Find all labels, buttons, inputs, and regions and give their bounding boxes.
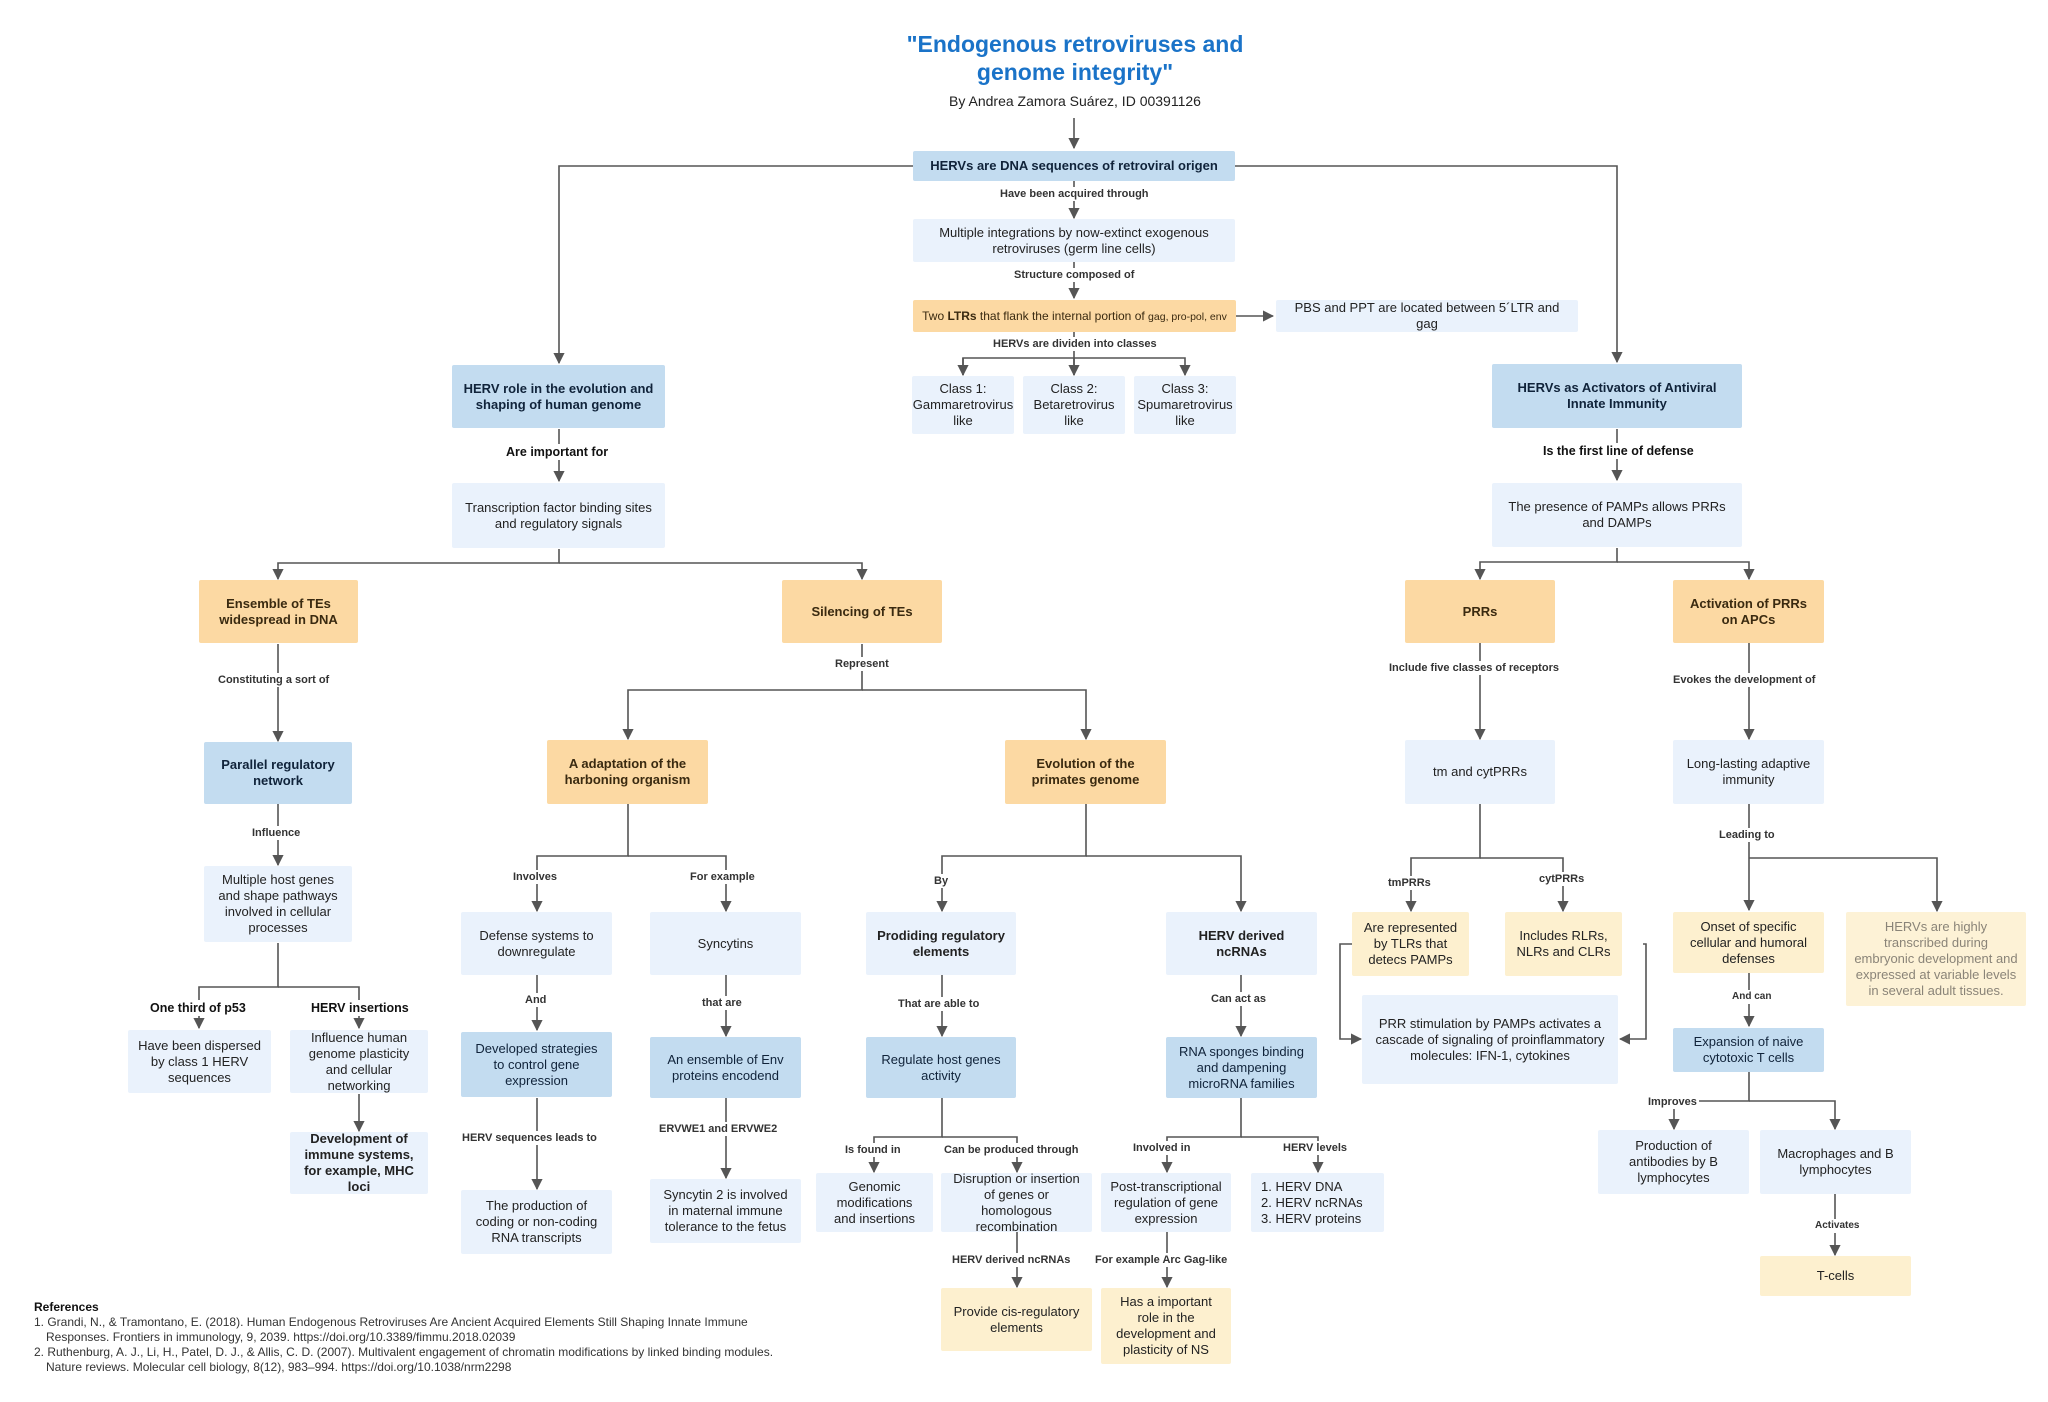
node-class1: Class 1: Gammaretrovirus like <box>912 376 1014 434</box>
author-line: By Andrea Zamora Suárez, ID 00391126 <box>949 93 1201 109</box>
node-class3: Class 3: Spumaretrovirus like <box>1134 376 1236 434</box>
label-first-line: Is the first line of defense <box>1543 443 1694 459</box>
node-dispersed: Have been dispersed by class 1 HERV sequ… <box>128 1030 271 1093</box>
label-that-are: that are <box>700 996 744 1010</box>
ltr-text: Two LTRs that flank the internal portion… <box>922 308 1227 323</box>
herv-level-dna: 1. HERV DNA <box>1261 1178 1343 1194</box>
label-structure: Structure composed of <box>1012 268 1137 282</box>
node-ltrs: Two LTRs that flank the internal portion… <box>913 300 1236 332</box>
node-influence-plasticity: Influence human genome plasticity and ce… <box>290 1030 428 1093</box>
label-tmprrs: tmPRRs <box>1386 876 1433 890</box>
label-able: That are able to <box>896 997 982 1011</box>
node-arc-gag: Has a important role in the development … <box>1101 1288 1231 1364</box>
node-onset: Onset of specific cellular and humoral d… <box>1673 912 1824 973</box>
node-prrs: PRRs <box>1405 580 1555 643</box>
node-env-ensemble: An ensemble of Env proteins encodend <box>650 1037 801 1098</box>
node-activation-prrs: Activation of PRRs on APCs <box>1673 580 1824 643</box>
label-divided: HERVs are dividen into classes <box>991 337 1159 351</box>
node-hervs-transcribed: HERVs are highly transcribed during embr… <box>1846 912 2026 1006</box>
node-developed: Developed strategies to control gene exp… <box>461 1032 612 1097</box>
node-regulate: Regulate host genes activity <box>866 1037 1016 1098</box>
node-disruption: Disruption or insertion of genes or homo… <box>941 1171 1092 1234</box>
node-immune-dev: Development of immune systems, for examp… <box>290 1131 428 1194</box>
label-produced: Can be produced through <box>942 1143 1081 1157</box>
label-involves: Involves <box>511 870 560 884</box>
label-evokes: Evokes the development of <box>1671 673 1818 687</box>
node-activators: HERVs as Activators of Antiviral Innate … <box>1492 364 1742 428</box>
node-long-lasting: Long-lasting adaptive immunity <box>1673 740 1824 804</box>
node-multiple-host: Multiple host genes and shape pathways i… <box>204 866 352 942</box>
label-found-in: Is found in <box>843 1143 903 1157</box>
label-arc: For example Arc Gag-like <box>1093 1253 1230 1267</box>
node-pbs-ppt: PBS and PPT are located between 5´LTR an… <box>1276 300 1578 332</box>
label-herv-insertions: HERV insertions <box>311 1000 409 1016</box>
label-improves: Improves <box>1646 1095 1699 1109</box>
node-production: The production of coding or non-coding R… <box>461 1190 612 1254</box>
node-herv-ncrna: HERV derived ncRNAs <box>1166 912 1317 975</box>
node-defense: Defense systems to downregulate <box>461 912 612 975</box>
label-represent: Represent <box>833 657 891 671</box>
node-parallel: Parallel regulatory network <box>204 742 352 804</box>
node-tf-sites: Transcription factor binding sites and r… <box>452 483 665 548</box>
label-can-act: Can act as <box>1209 992 1269 1006</box>
label-leading: Leading to <box>1717 828 1777 842</box>
node-silencing: Silencing of TEs <box>782 580 942 643</box>
label-cytprrs: cytPRRs <box>1537 872 1587 886</box>
node-adaptation: A adaptation of the harboning organism <box>547 740 708 804</box>
label-by: By <box>932 874 951 888</box>
node-syncytins: Syncytins <box>650 912 801 975</box>
node-antibodies: Production of antibodies by B lymphocyte… <box>1598 1130 1749 1194</box>
label-constituting: Constituting a sort of <box>216 673 332 687</box>
node-integrations: Multiple integrations by now-extinct exo… <box>913 219 1235 262</box>
node-root: HERVs are DNA sequences of retroviral or… <box>913 151 1235 181</box>
label-herv-levels: HERV levels <box>1281 1141 1350 1155</box>
reference-2: 2. Ruthenburg, A. J., Li, H., Patel, D. … <box>34 1345 774 1374</box>
node-tm-cyt: tm and cytPRRs <box>1405 740 1555 804</box>
node-sponges: RNA sponges binding and dampening microR… <box>1166 1037 1317 1098</box>
node-rlrs: Includes RLRs, NLRs and CLRs <box>1505 912 1622 976</box>
page-title: "Endogenous retroviruses and genome inte… <box>906 31 1244 85</box>
herv-level-ncrnas: 2. HERV ncRNAs <box>1261 1194 1363 1210</box>
label-one-third: One third of p53 <box>150 1000 246 1016</box>
label-influence: Influence <box>250 826 303 840</box>
node-syncytin2: Syncytin 2 is involved in maternal immun… <box>650 1179 801 1243</box>
node-prr-stim: PRR stimulation by PAMPs activates a cas… <box>1362 995 1618 1084</box>
label-and: And <box>523 993 549 1007</box>
node-providing: Prodiding regulatory elements <box>866 912 1016 975</box>
node-herv-role: HERV role in the evolution and shaping o… <box>452 365 665 428</box>
label-activates: Activates <box>1813 1219 1862 1233</box>
node-herv-levels: 1. HERV DNA 2. HERV ncRNAs 3. HERV prote… <box>1251 1173 1384 1232</box>
label-and-can: And can <box>1730 990 1774 1004</box>
references-heading: References <box>34 1300 99 1314</box>
node-evolution: Evolution of the primates genome <box>1005 740 1166 804</box>
reference-1: 1. Grandi, N., & Tramontano, E. (2018). … <box>34 1315 748 1344</box>
node-tcells: T-cells <box>1760 1256 1911 1296</box>
label-important: Are important for <box>506 444 609 460</box>
label-herv-ncrnas: HERV derived ncRNAs <box>950 1253 1073 1267</box>
node-cis-reg: Provide cis-regulatory elements <box>941 1288 1092 1351</box>
label-erv: ERVWE1 and ERVWE2 <box>657 1122 780 1136</box>
node-ensemble: Ensemble of TEs widespread in DNA <box>199 580 358 643</box>
node-class2: Class 2: Betaretrovirus like <box>1023 376 1125 434</box>
node-genomic-mods: Genomic modifications and insertions <box>816 1173 933 1232</box>
node-naive: Expansion of naive cytotoxic T cells <box>1673 1028 1824 1072</box>
label-five-classes: Include five classes of receptors <box>1387 661 1561 675</box>
label-acquired: Have been acquired through <box>998 187 1151 201</box>
references: References 1. Grandi, N., & Tramontano, … <box>34 1300 794 1375</box>
node-pamps: The presence of PAMPs allows PRRs and DA… <box>1492 483 1742 547</box>
label-involved-in: Involved in <box>1131 1141 1193 1155</box>
node-post-trans: Post-transcriptional regulation of gene … <box>1101 1173 1231 1232</box>
label-herv-seq: HERV sequences leads to <box>460 1131 599 1145</box>
herv-level-proteins: 3. HERV proteins <box>1261 1210 1362 1226</box>
node-macrophages: Macrophages and B lymphocytes <box>1760 1130 1911 1194</box>
label-for-example: For example <box>688 870 757 884</box>
node-tlrs: Are represented by TLRs that detecs PAMP… <box>1352 912 1469 976</box>
